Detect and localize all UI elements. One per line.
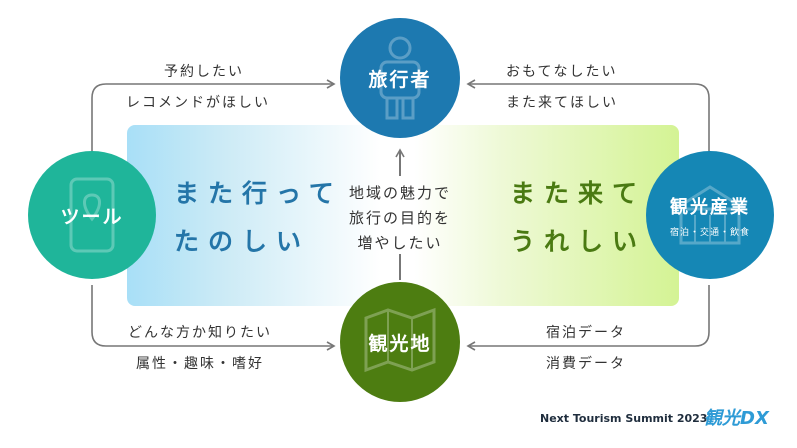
edge-label-industry-destination-2: 消費データ: [546, 356, 626, 372]
node-traveler: 旅行者: [340, 18, 460, 138]
tool-label: ツール: [60, 205, 124, 228]
map-icon: [364, 307, 436, 373]
traveler-label: 旅行者: [368, 68, 432, 91]
edge-industry-destination: [466, 285, 710, 351]
node-destination: 観光地: [340, 282, 460, 402]
edge-tool-destination: [91, 285, 336, 351]
traveler-icon: [379, 36, 421, 120]
center-message-line-2: 旅行の目的を: [348, 209, 451, 227]
edge-industry-traveler: [466, 79, 710, 160]
edge-label-industry-destination-1: 宿泊データ: [546, 325, 626, 341]
node-tool: ツール: [28, 151, 156, 279]
edge-label-industry-traveler-2: また来てほしい: [506, 95, 618, 111]
smartphone-icon: [69, 177, 115, 253]
building-icon: [674, 185, 746, 245]
left-message-line-1: また行って: [174, 179, 343, 208]
tourism-industry-label: 観光産業: [670, 196, 750, 218]
center-message-line-1: 地域の魅力で: [348, 184, 451, 202]
edge-label-tool-traveler-2: レコメンドがほしい: [126, 95, 270, 111]
right-message-line-2: うれしい: [510, 227, 647, 256]
footer-logo: 観光DX: [704, 408, 769, 429]
edge-label-tool-destination-1: どんな方か知りたい: [128, 325, 272, 341]
left-message-line-2: たのしい: [174, 227, 311, 256]
edge-tool-traveler: [91, 79, 336, 162]
edge-label-tool-traveler-1: 予約したい: [164, 64, 244, 80]
footer-event-name: Next Tourism Summit 2023: [540, 412, 708, 425]
right-message-line-1: また来て: [510, 179, 647, 208]
tourism-industry-sublabel: 宿泊・交通・飲食: [669, 227, 750, 238]
destination-label: 観光地: [368, 332, 432, 355]
edge-label-industry-traveler-1: おもてなしたい: [506, 64, 618, 80]
node-tourism-industry: 観光産業 宿泊・交通・飲食: [646, 151, 774, 279]
edge-label-tool-destination-2: 属性・趣味・嗜好: [136, 356, 264, 372]
center-message-line-3: 増やしたい: [357, 234, 443, 252]
